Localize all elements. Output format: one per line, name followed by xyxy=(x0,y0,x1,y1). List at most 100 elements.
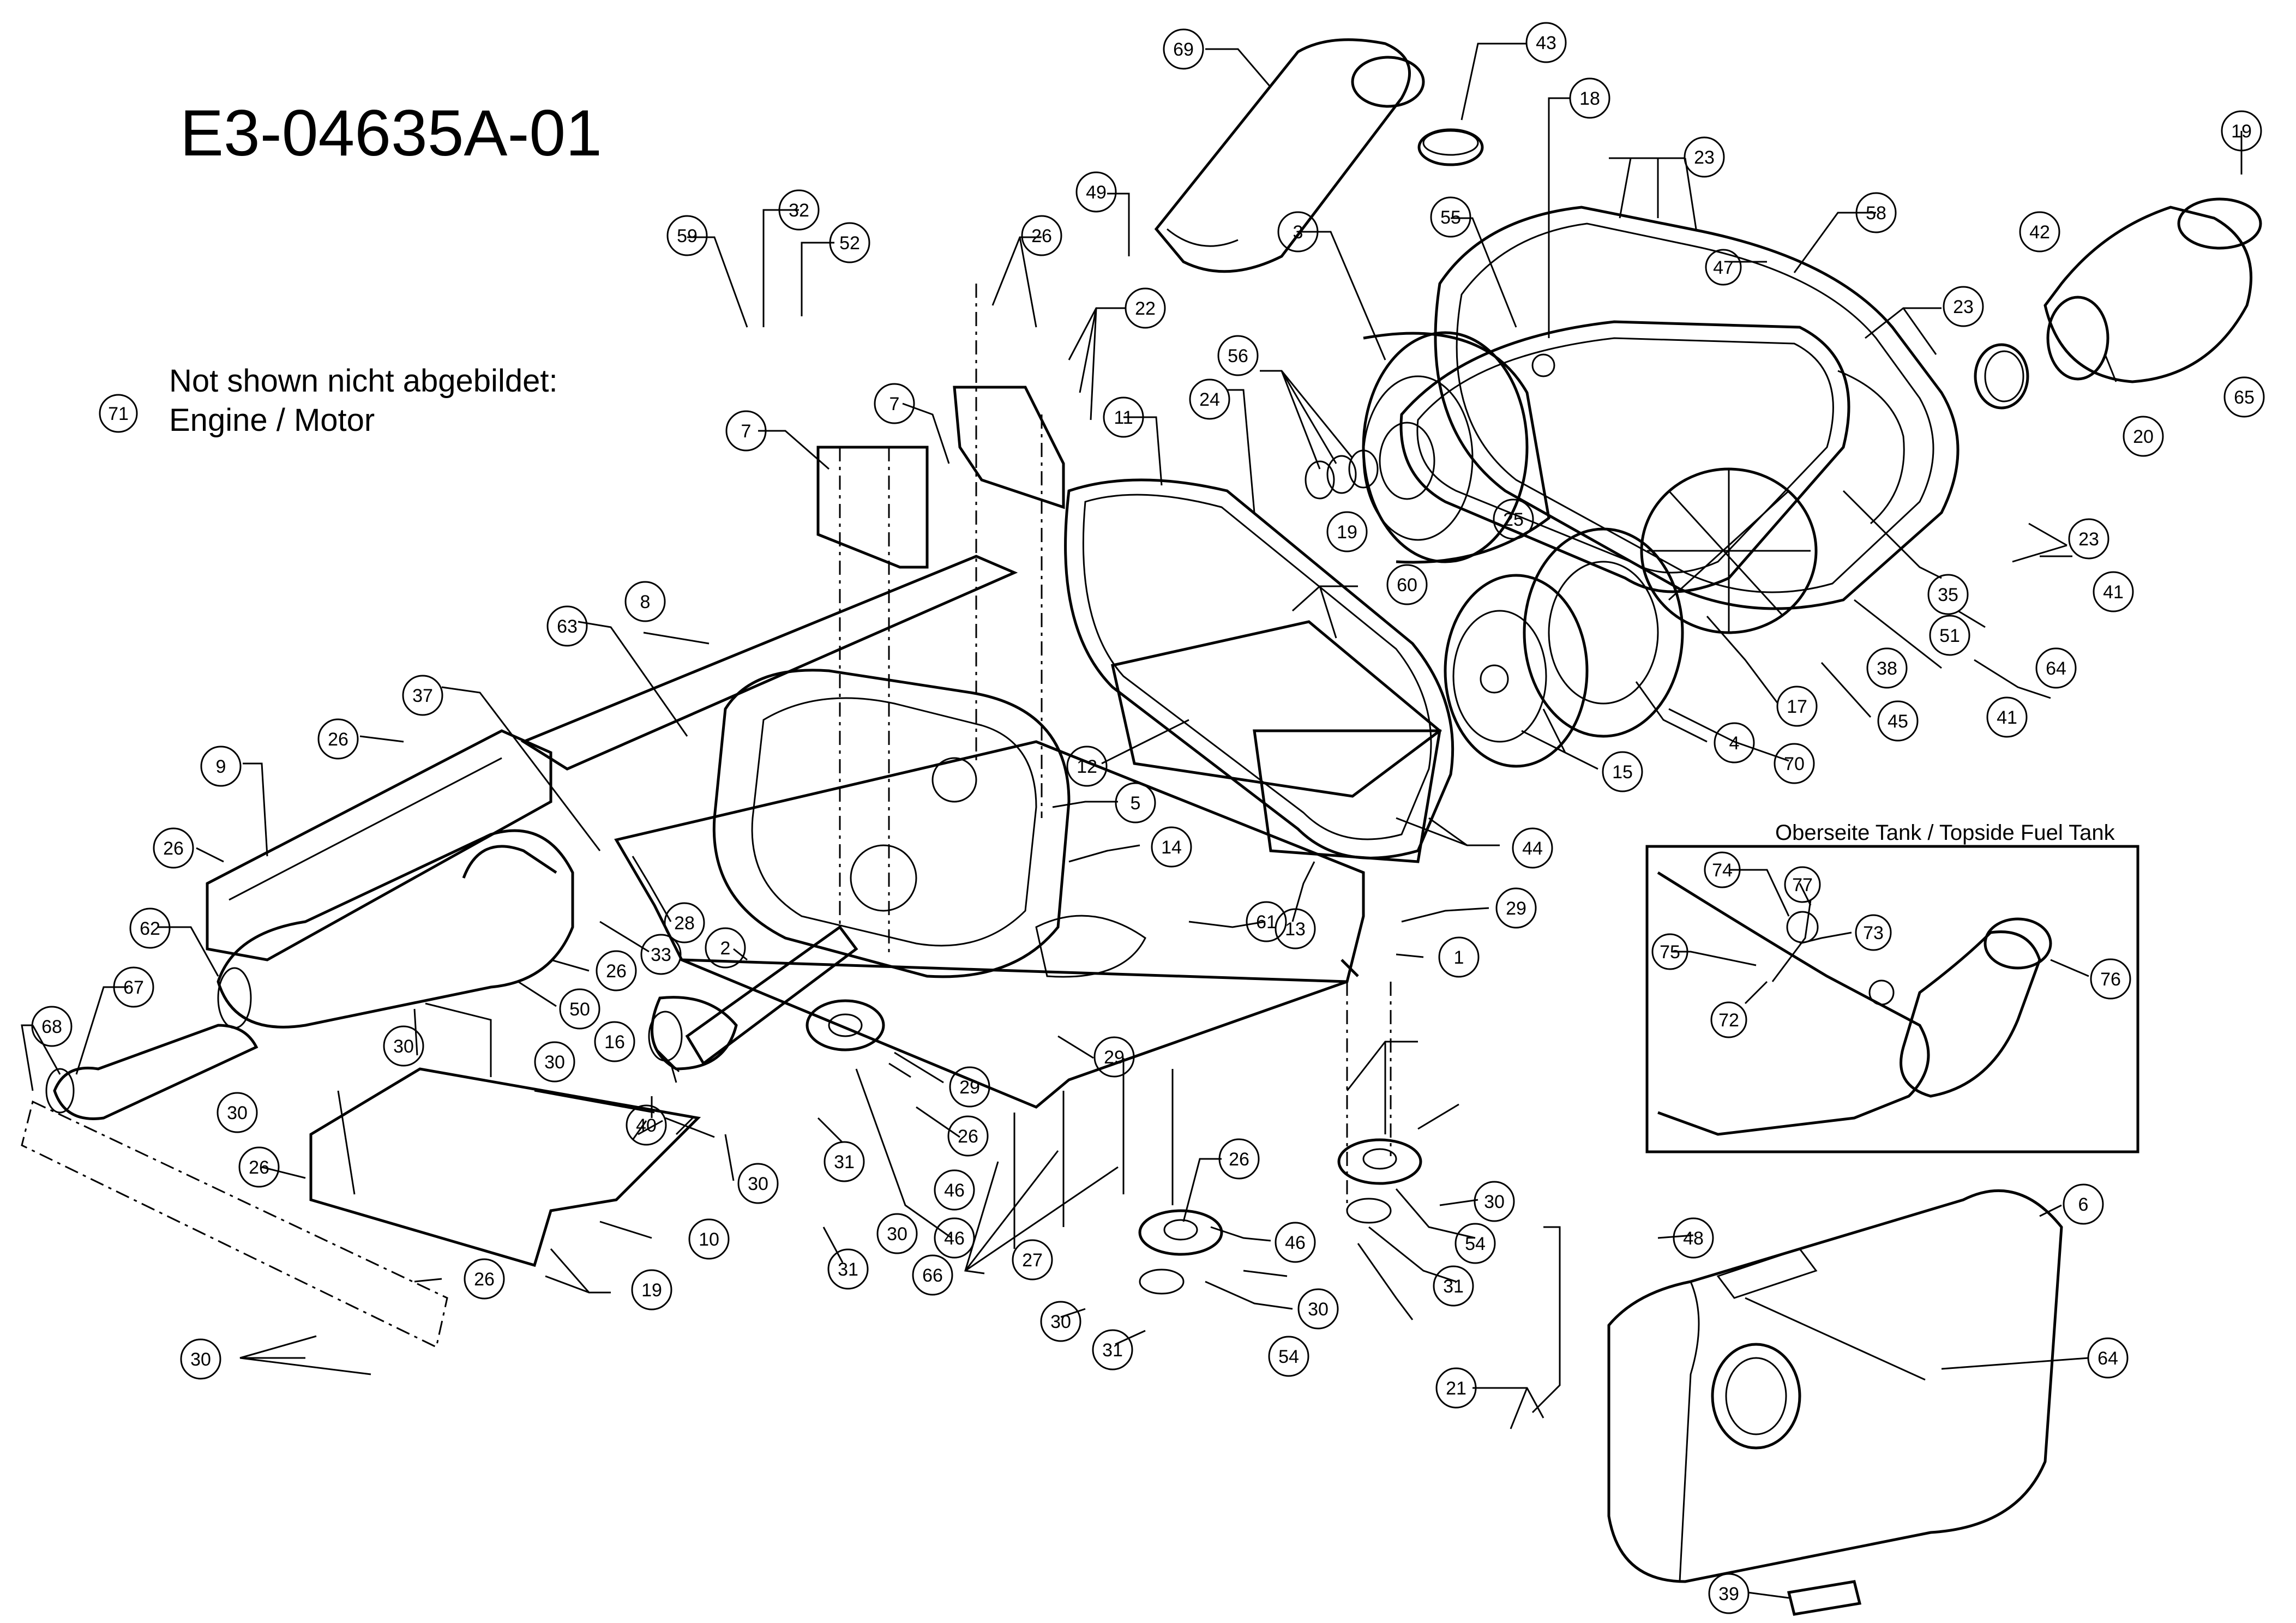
svg-text:33: 33 xyxy=(651,945,671,965)
callout: 27 xyxy=(1012,1239,1053,1281)
svg-text:26: 26 xyxy=(163,838,184,859)
note-line-1: Not shown nicht abgebildet: xyxy=(169,363,558,399)
callout: 30 xyxy=(1040,1301,1081,1342)
callout: 29 xyxy=(1495,887,1537,929)
svg-text:8: 8 xyxy=(640,592,651,612)
svg-text:26: 26 xyxy=(1031,226,1052,247)
callout: 9 xyxy=(200,746,242,787)
callout: 28 xyxy=(664,902,705,943)
svg-text:18: 18 xyxy=(1579,88,1600,109)
svg-text:60: 60 xyxy=(1397,575,1417,596)
svg-text:71: 71 xyxy=(108,404,129,424)
callout: 31 xyxy=(1433,1265,1474,1307)
callout: 61 xyxy=(1246,901,1287,942)
callout: 32 xyxy=(778,189,820,231)
svg-text:70: 70 xyxy=(1784,754,1805,774)
callout: 5 xyxy=(1115,782,1156,823)
callout: 46 xyxy=(934,1217,975,1259)
callout: 64 xyxy=(2035,647,2077,689)
callout: 30 xyxy=(180,1338,221,1380)
callout: 19 xyxy=(631,1269,672,1311)
callout: 58 xyxy=(1855,192,1897,233)
callout: 15 xyxy=(1602,751,1643,792)
svg-text:26: 26 xyxy=(328,729,348,750)
callout: 26 xyxy=(464,1258,505,1300)
callout: 26 xyxy=(1218,1138,1260,1180)
svg-text:62: 62 xyxy=(140,918,160,939)
callout: 74 xyxy=(1704,851,1741,888)
svg-text:73: 73 xyxy=(1863,923,1884,943)
svg-text:26: 26 xyxy=(474,1269,495,1290)
svg-text:35: 35 xyxy=(1938,585,1958,605)
callout: 26 xyxy=(596,950,637,991)
callout: 42 xyxy=(2019,211,2060,253)
svg-text:9: 9 xyxy=(216,756,226,777)
svg-text:64: 64 xyxy=(2046,658,2066,679)
svg-text:51: 51 xyxy=(1939,626,1960,646)
svg-text:67: 67 xyxy=(123,977,144,998)
callout: 30 xyxy=(383,1025,424,1067)
callout: 21 xyxy=(1435,1367,1477,1409)
svg-text:59: 59 xyxy=(677,226,698,247)
svg-text:76: 76 xyxy=(2100,969,2121,990)
svg-text:32: 32 xyxy=(789,200,809,221)
callout: 33 xyxy=(640,934,682,975)
svg-text:46: 46 xyxy=(1285,1233,1306,1253)
callout: 6 xyxy=(2063,1183,2104,1225)
callout: 29 xyxy=(949,1066,990,1108)
svg-text:37: 37 xyxy=(412,686,433,706)
callout: 65 xyxy=(2223,376,2265,418)
svg-text:5: 5 xyxy=(1131,793,1141,814)
callout: 62 xyxy=(129,907,171,949)
callout: 26 xyxy=(1021,215,1062,256)
callout: 20 xyxy=(2123,416,2164,457)
svg-text:40: 40 xyxy=(636,1115,657,1136)
svg-text:56: 56 xyxy=(1228,346,1248,366)
callout: 23 xyxy=(1943,286,1984,327)
callout: 70 xyxy=(1774,743,1815,784)
callout: 10 xyxy=(688,1218,730,1260)
svg-text:72: 72 xyxy=(1718,1010,1739,1031)
svg-text:30: 30 xyxy=(393,1036,414,1057)
svg-text:74: 74 xyxy=(1712,860,1733,881)
callout-bubbles: 69 43 18 23 19 59 32 52 49 26 22 58 3 55… xyxy=(31,22,2265,1614)
callout: 44 xyxy=(1512,827,1553,869)
svg-text:45: 45 xyxy=(1888,711,1908,732)
callout: 51 xyxy=(1929,615,1970,656)
note-line-2: Engine / Motor xyxy=(169,402,375,438)
svg-text:28: 28 xyxy=(674,913,695,934)
svg-text:6: 6 xyxy=(2078,1194,2089,1215)
svg-text:24: 24 xyxy=(1199,389,1220,410)
svg-text:41: 41 xyxy=(1997,707,2017,728)
svg-text:23: 23 xyxy=(2078,529,2099,550)
callout: 66 xyxy=(912,1254,953,1296)
svg-text:30: 30 xyxy=(544,1052,565,1073)
svg-text:21: 21 xyxy=(1446,1378,1466,1399)
svg-text:46: 46 xyxy=(944,1180,965,1201)
svg-text:4: 4 xyxy=(1729,733,1740,754)
svg-text:12: 12 xyxy=(1077,756,1097,777)
callout: 31 xyxy=(827,1248,869,1290)
callout: 54 xyxy=(1454,1223,1496,1264)
svg-text:30: 30 xyxy=(227,1103,248,1123)
callout: 41 xyxy=(2093,571,2134,612)
svg-text:30: 30 xyxy=(1484,1192,1505,1212)
callout: 30 xyxy=(737,1163,779,1204)
inset-title: Oberseite Tank / Topside Fuel Tank xyxy=(1775,821,2115,845)
callout: 30 xyxy=(217,1092,258,1133)
callout: 2 xyxy=(705,927,746,969)
svg-text:31: 31 xyxy=(834,1152,855,1173)
svg-text:58: 58 xyxy=(1866,203,1886,224)
svg-text:19: 19 xyxy=(2231,121,2252,142)
callout: 30 xyxy=(1474,1181,1515,1222)
svg-text:31: 31 xyxy=(1443,1276,1464,1297)
callout: 31 xyxy=(1092,1329,1133,1370)
svg-text:11: 11 xyxy=(1114,407,1133,428)
svg-text:1: 1 xyxy=(1454,947,1464,968)
callout: 73 xyxy=(1855,914,1892,951)
callout: 35 xyxy=(1927,574,1969,615)
svg-text:63: 63 xyxy=(557,616,578,637)
callout: 40 xyxy=(626,1104,667,1146)
callout: 49 xyxy=(1075,171,1117,213)
callout: 7 xyxy=(874,383,915,424)
